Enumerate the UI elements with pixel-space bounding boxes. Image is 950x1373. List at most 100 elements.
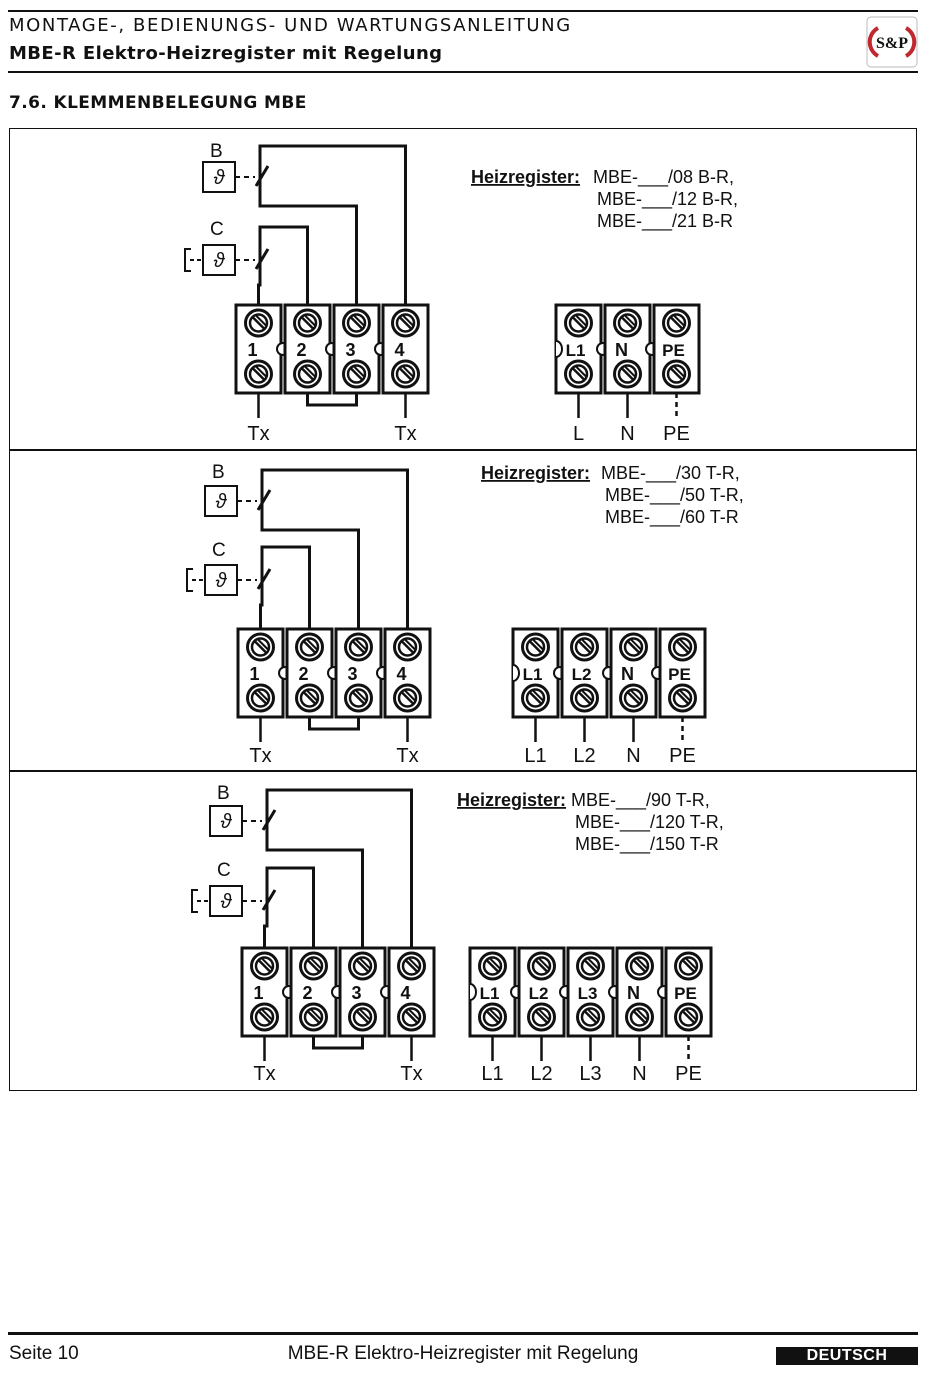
logo-text: S&P xyxy=(876,35,908,52)
terminal-screw-slot xyxy=(577,640,592,654)
control-output-label: Tx xyxy=(394,423,416,445)
terminal-label: 4 xyxy=(396,664,406,684)
terminal-label: 3 xyxy=(345,340,355,360)
wire xyxy=(258,144,407,305)
terminal-screw-slot xyxy=(623,314,637,327)
terminal-screw-slot xyxy=(684,1008,698,1021)
terminal-screw-slot xyxy=(574,365,588,378)
terminal-screw-slot xyxy=(401,314,415,327)
terminal-label: 1 xyxy=(249,664,259,684)
thermostat-b-label: B xyxy=(217,783,230,804)
terminal-screw-slot xyxy=(355,1010,370,1024)
terminal-label: PE xyxy=(674,984,697,1003)
wire xyxy=(184,248,191,272)
wire xyxy=(265,832,364,948)
terminal-screw-slot xyxy=(407,957,421,970)
wire xyxy=(265,788,413,948)
terminal-label: PE xyxy=(662,341,685,360)
terminal-screw-slot xyxy=(251,316,266,330)
terminal-screw-slot xyxy=(309,1008,323,1021)
diagram-divider xyxy=(9,449,917,451)
wire xyxy=(257,271,262,305)
terminal-screw-slot xyxy=(302,691,317,705)
thermostat-b-label: B xyxy=(210,141,223,162)
thermostat-icon xyxy=(204,485,238,517)
terminal-screw-slot xyxy=(403,638,417,651)
terminal-screw-slot xyxy=(257,959,272,973)
diagram-frame xyxy=(9,128,917,1091)
model-name: MBE-___/08 B-R, xyxy=(593,167,734,188)
terminal-screw-slot xyxy=(251,367,266,381)
terminal-screw-slot xyxy=(632,959,647,973)
terminal-screw-slot xyxy=(306,1010,321,1024)
terminal-screw-slot xyxy=(260,1008,274,1021)
control-output-label: Tx xyxy=(253,1063,275,1085)
terminal-screw-slot xyxy=(577,691,592,705)
wiring-diagram-1: Heizregister:MBE-___/08 B-R,MBE-___/12 B… xyxy=(184,141,738,445)
terminal-screw-slot xyxy=(586,957,600,970)
theta-symbol: ϑ xyxy=(221,811,233,833)
terminal-screw-slot xyxy=(401,365,415,378)
control-output-label: Tx xyxy=(247,423,269,445)
power-output-label: N xyxy=(620,423,634,445)
section-title: 7.6. KLEMMENBELEGUNG MBE xyxy=(9,93,307,113)
terminal-screw-slot xyxy=(305,689,319,702)
terminal-screw-slot xyxy=(485,1010,500,1024)
terminal-screw-slot xyxy=(620,316,635,330)
terminal-screw-slot xyxy=(349,367,364,381)
terminal-label: 4 xyxy=(400,983,410,1003)
wire xyxy=(306,393,358,407)
terminal-screw-slot xyxy=(303,365,317,378)
terminal-screw-slot xyxy=(669,367,684,381)
terminal-label: N xyxy=(615,340,628,360)
terminal-label: 3 xyxy=(347,664,357,684)
terminal-screw-slot xyxy=(260,957,274,970)
terminal-screw-slot xyxy=(358,1008,372,1021)
switch-contact-b xyxy=(256,489,272,511)
power-output-label: N xyxy=(632,1063,646,1085)
power-output-label: L2 xyxy=(573,745,595,767)
wire xyxy=(259,591,264,629)
terminal-screw-slot xyxy=(398,316,413,330)
wire xyxy=(191,889,198,913)
terminal-label: N xyxy=(627,983,640,1003)
model-name: MBE-___/90 T-R, xyxy=(571,790,710,811)
switch-contact-c xyxy=(261,889,277,911)
terminal-screw-slot xyxy=(355,959,370,973)
power-output-label: PE xyxy=(663,423,690,445)
terminal-screw-slot xyxy=(352,314,366,327)
terminal-screw-slot xyxy=(672,365,686,378)
switch-contact-b xyxy=(254,165,270,187)
wire xyxy=(265,866,315,948)
model-name: MBE-___/120 T-R, xyxy=(575,812,724,833)
terminal-screw-slot xyxy=(403,689,417,702)
theta-symbol: ϑ xyxy=(214,250,226,272)
terminal-label: N xyxy=(621,664,634,684)
power-output-label: L1 xyxy=(481,1063,503,1085)
terminal-screw-slot xyxy=(256,689,270,702)
terminal-screw-slot xyxy=(305,638,319,651)
terminal-screw-slot xyxy=(351,691,366,705)
terminal-label: 3 xyxy=(351,983,361,1003)
terminal-screw-slot xyxy=(254,365,268,378)
terminal-label: 1 xyxy=(253,983,263,1003)
model-name: MBE-___/30 T-R, xyxy=(601,463,740,484)
terminal-screw-slot xyxy=(632,1010,647,1024)
page-number: Seite 10 xyxy=(9,1343,79,1364)
terminal-screw-slot xyxy=(586,1008,600,1021)
terminal-screw-slot xyxy=(400,640,415,654)
wire xyxy=(263,912,269,948)
theta-symbol: ϑ xyxy=(221,891,233,913)
terminal-screw-slot xyxy=(580,689,594,702)
control-output-label: Tx xyxy=(249,745,271,767)
terminal-screw-slot xyxy=(528,640,543,654)
terminal-screw-slot xyxy=(571,316,586,330)
terminal-screw-slot xyxy=(398,367,413,381)
terminal-screw-slot xyxy=(571,367,586,381)
terminal-screw-slot xyxy=(300,316,315,330)
terminal-screw-slot xyxy=(635,957,649,970)
terminal-notch xyxy=(512,664,520,682)
terminal-screw-slot xyxy=(531,689,545,702)
theta-symbol: ϑ xyxy=(214,167,226,189)
